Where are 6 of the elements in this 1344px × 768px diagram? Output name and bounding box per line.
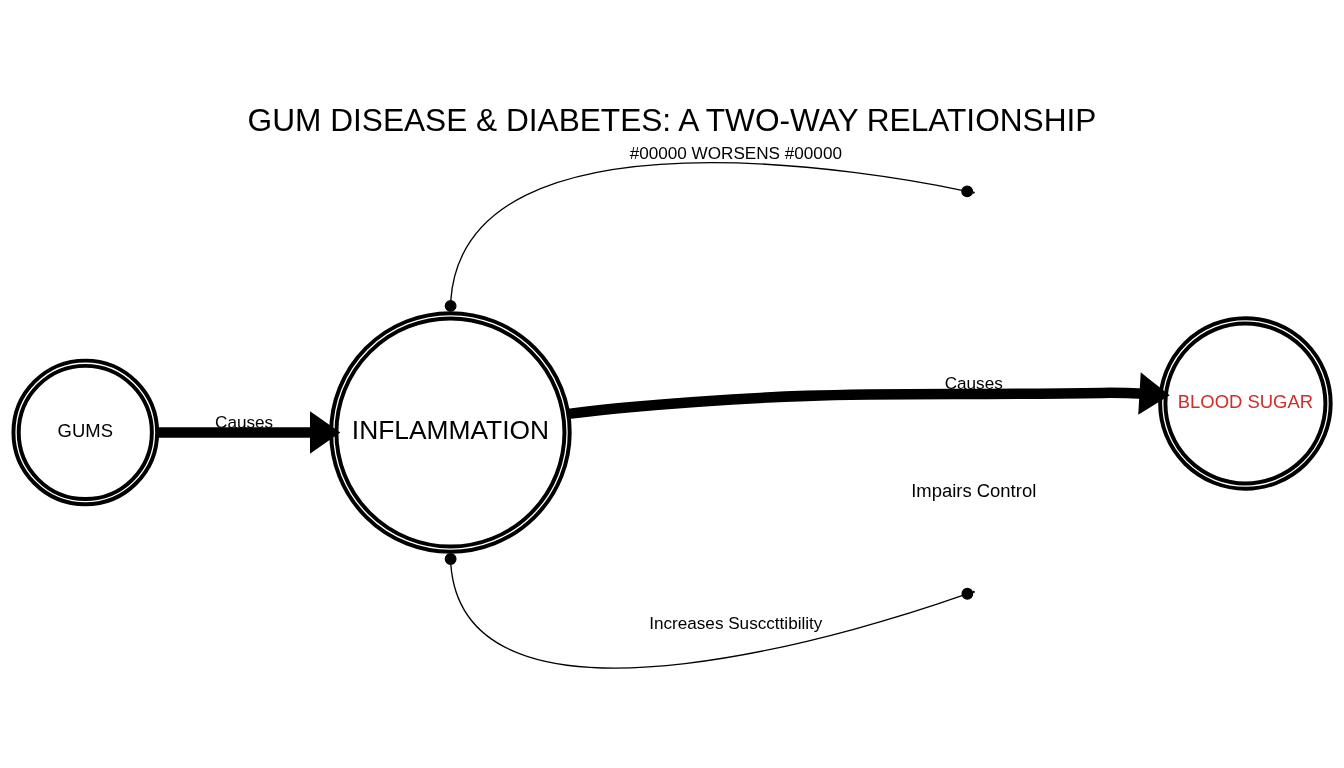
edge-label: #00000 WORSENS #00000: [629, 142, 842, 163]
diagram-title: GUM DISEASE & DIABETES: A TWO-WAY RELATIONSHIP: [247, 101, 1097, 138]
edge-label: Causes: [944, 372, 1003, 393]
edge-label: Causes: [215, 411, 274, 432]
label: Impairs Control: [911, 479, 1037, 501]
edge-label: Increases Susccttibility: [649, 612, 823, 633]
